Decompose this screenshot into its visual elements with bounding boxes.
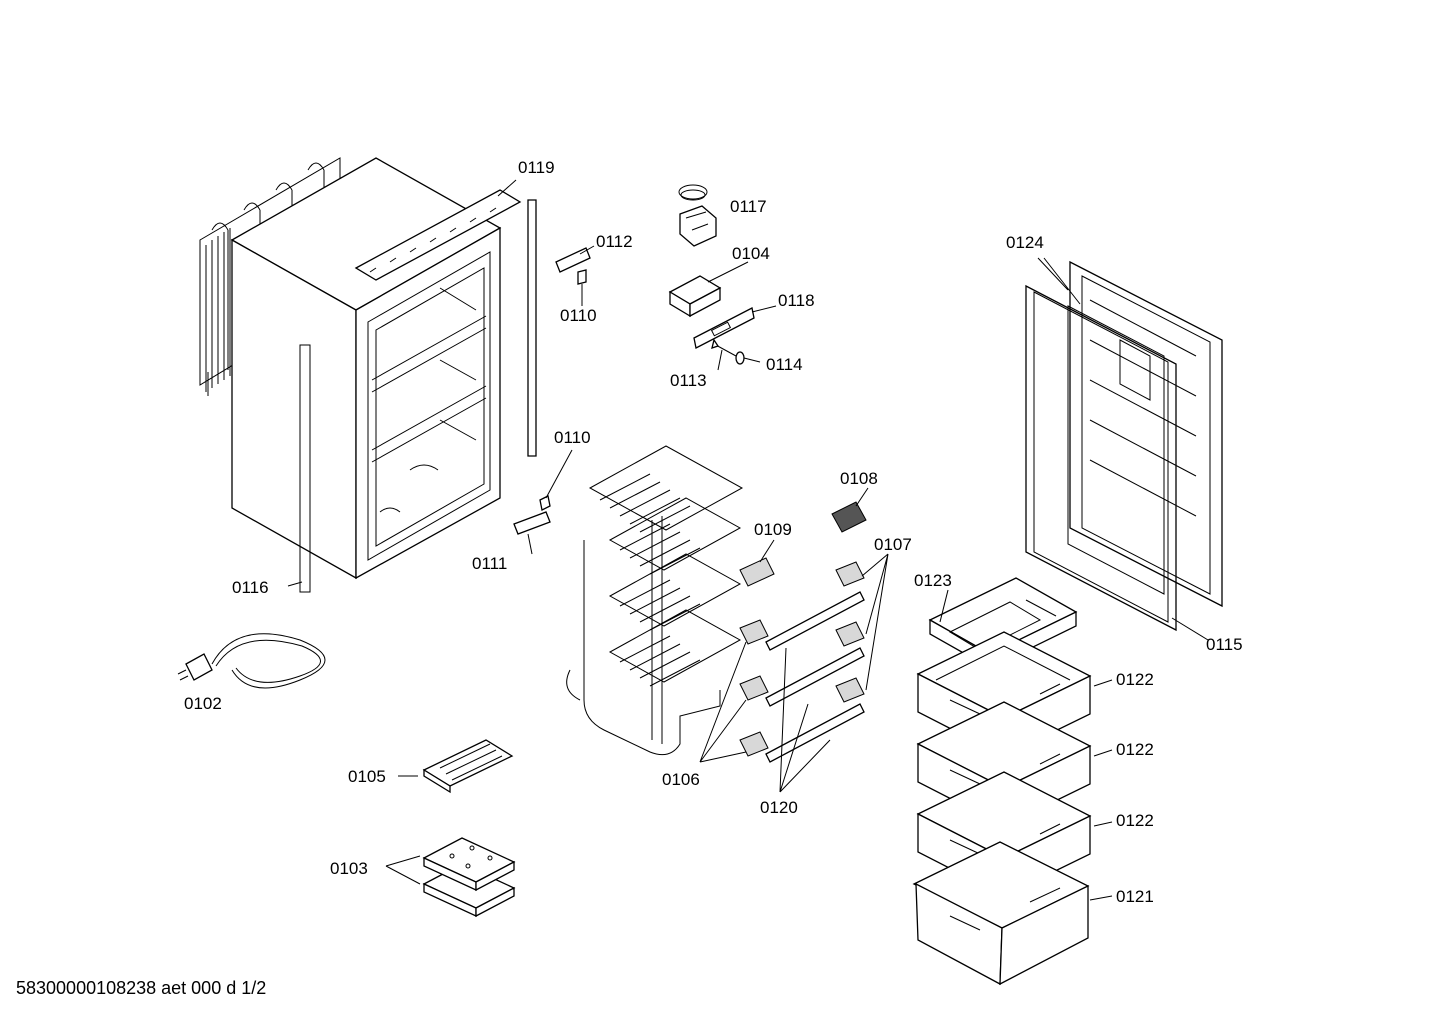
part-0112-bracket (555, 247, 591, 285)
label-0106: 0106 (662, 770, 700, 789)
part-0124-gasket (1025, 284, 1177, 632)
label-0117: 0117 (730, 197, 767, 216)
part-0121-bottom-drawer (912, 841, 1090, 986)
part-labels: 0119 0117 0112 0104 0110 0118 0113 0114 … (184, 158, 1243, 906)
label-0123: 0123 (914, 571, 952, 590)
part-0103-cold-packs (422, 837, 516, 918)
cabinet-body (230, 157, 522, 593)
part-0117-thermostat (678, 184, 717, 247)
label-0122-top: 0122 (1116, 670, 1154, 689)
label-0124: 0124 (1006, 233, 1044, 252)
part-0111-hinge (513, 511, 551, 535)
label-0102: 0102 (184, 694, 222, 713)
label-0112: 0112 (596, 232, 633, 251)
label-0121: 0121 (1116, 887, 1154, 906)
label-0114: 0114 (766, 355, 803, 374)
label-0116: 0116 (232, 578, 269, 597)
drawing-reference-code: 58300000108238 aet 000 d 1/2 (16, 978, 267, 998)
label-0110-bottom: 0110 (554, 428, 591, 447)
part-0113-screw (711, 338, 737, 357)
part-0110-clip (539, 495, 551, 511)
label-0122-bottom: 0122 (1116, 811, 1154, 830)
label-0108: 0108 (840, 469, 878, 488)
part-0109-clip (739, 557, 775, 587)
part-0102-power-cord (177, 633, 326, 689)
label-0113: 0113 (670, 371, 707, 390)
label-0109: 0109 (754, 520, 792, 539)
part-0114-washer (735, 351, 745, 365)
part-0108-clip (831, 501, 867, 533)
label-0104: 0104 (732, 244, 770, 263)
part-0104-housing (668, 275, 722, 318)
part-0107-supports (835, 561, 865, 703)
label-0111: 0111 (472, 554, 507, 573)
part-0115-door (1069, 260, 1223, 608)
part-0106-supports (739, 619, 769, 757)
leader-lines (287, 179, 1209, 901)
label-0107: 0107 (874, 535, 912, 554)
part-0119-seal-strip (527, 199, 537, 457)
label-0118: 0118 (778, 291, 815, 310)
label-0115: 0115 (1206, 635, 1243, 654)
label-0110-top: 0110 (560, 306, 597, 325)
label-0103: 0103 (330, 859, 368, 878)
part-0118-panel (693, 307, 755, 349)
label-0120: 0120 (760, 798, 798, 817)
part-0120-rails (765, 591, 865, 763)
label-0105: 0105 (348, 767, 386, 786)
part-0105-ice-tray (422, 739, 514, 794)
evaporator-grid (566, 445, 744, 756)
label-0119: 0119 (518, 158, 555, 177)
label-0122-middle: 0122 (1116, 740, 1154, 759)
